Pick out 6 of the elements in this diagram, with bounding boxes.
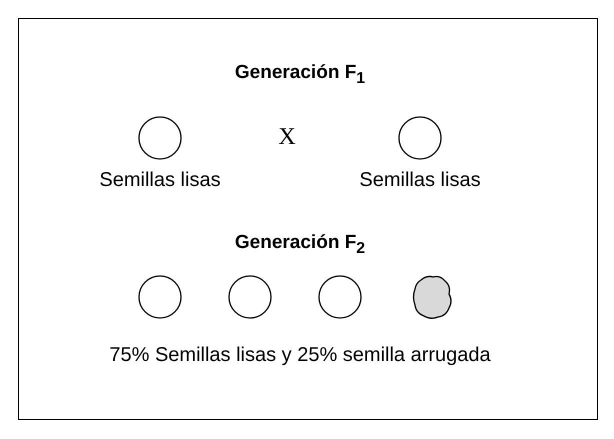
- seed-caption: Semillas lisas: [359, 169, 481, 192]
- result-text: 75% Semillas lisas y 25% semilla arrugada: [109, 344, 491, 367]
- generation-heading: Generación F$_{2}$: [234, 232, 366, 258]
- generation-heading: Generación F$_{1}$: [234, 62, 366, 88]
- cross-symbol: X: [278, 124, 296, 151]
- seed-caption: Semillas lisas: [99, 169, 221, 192]
